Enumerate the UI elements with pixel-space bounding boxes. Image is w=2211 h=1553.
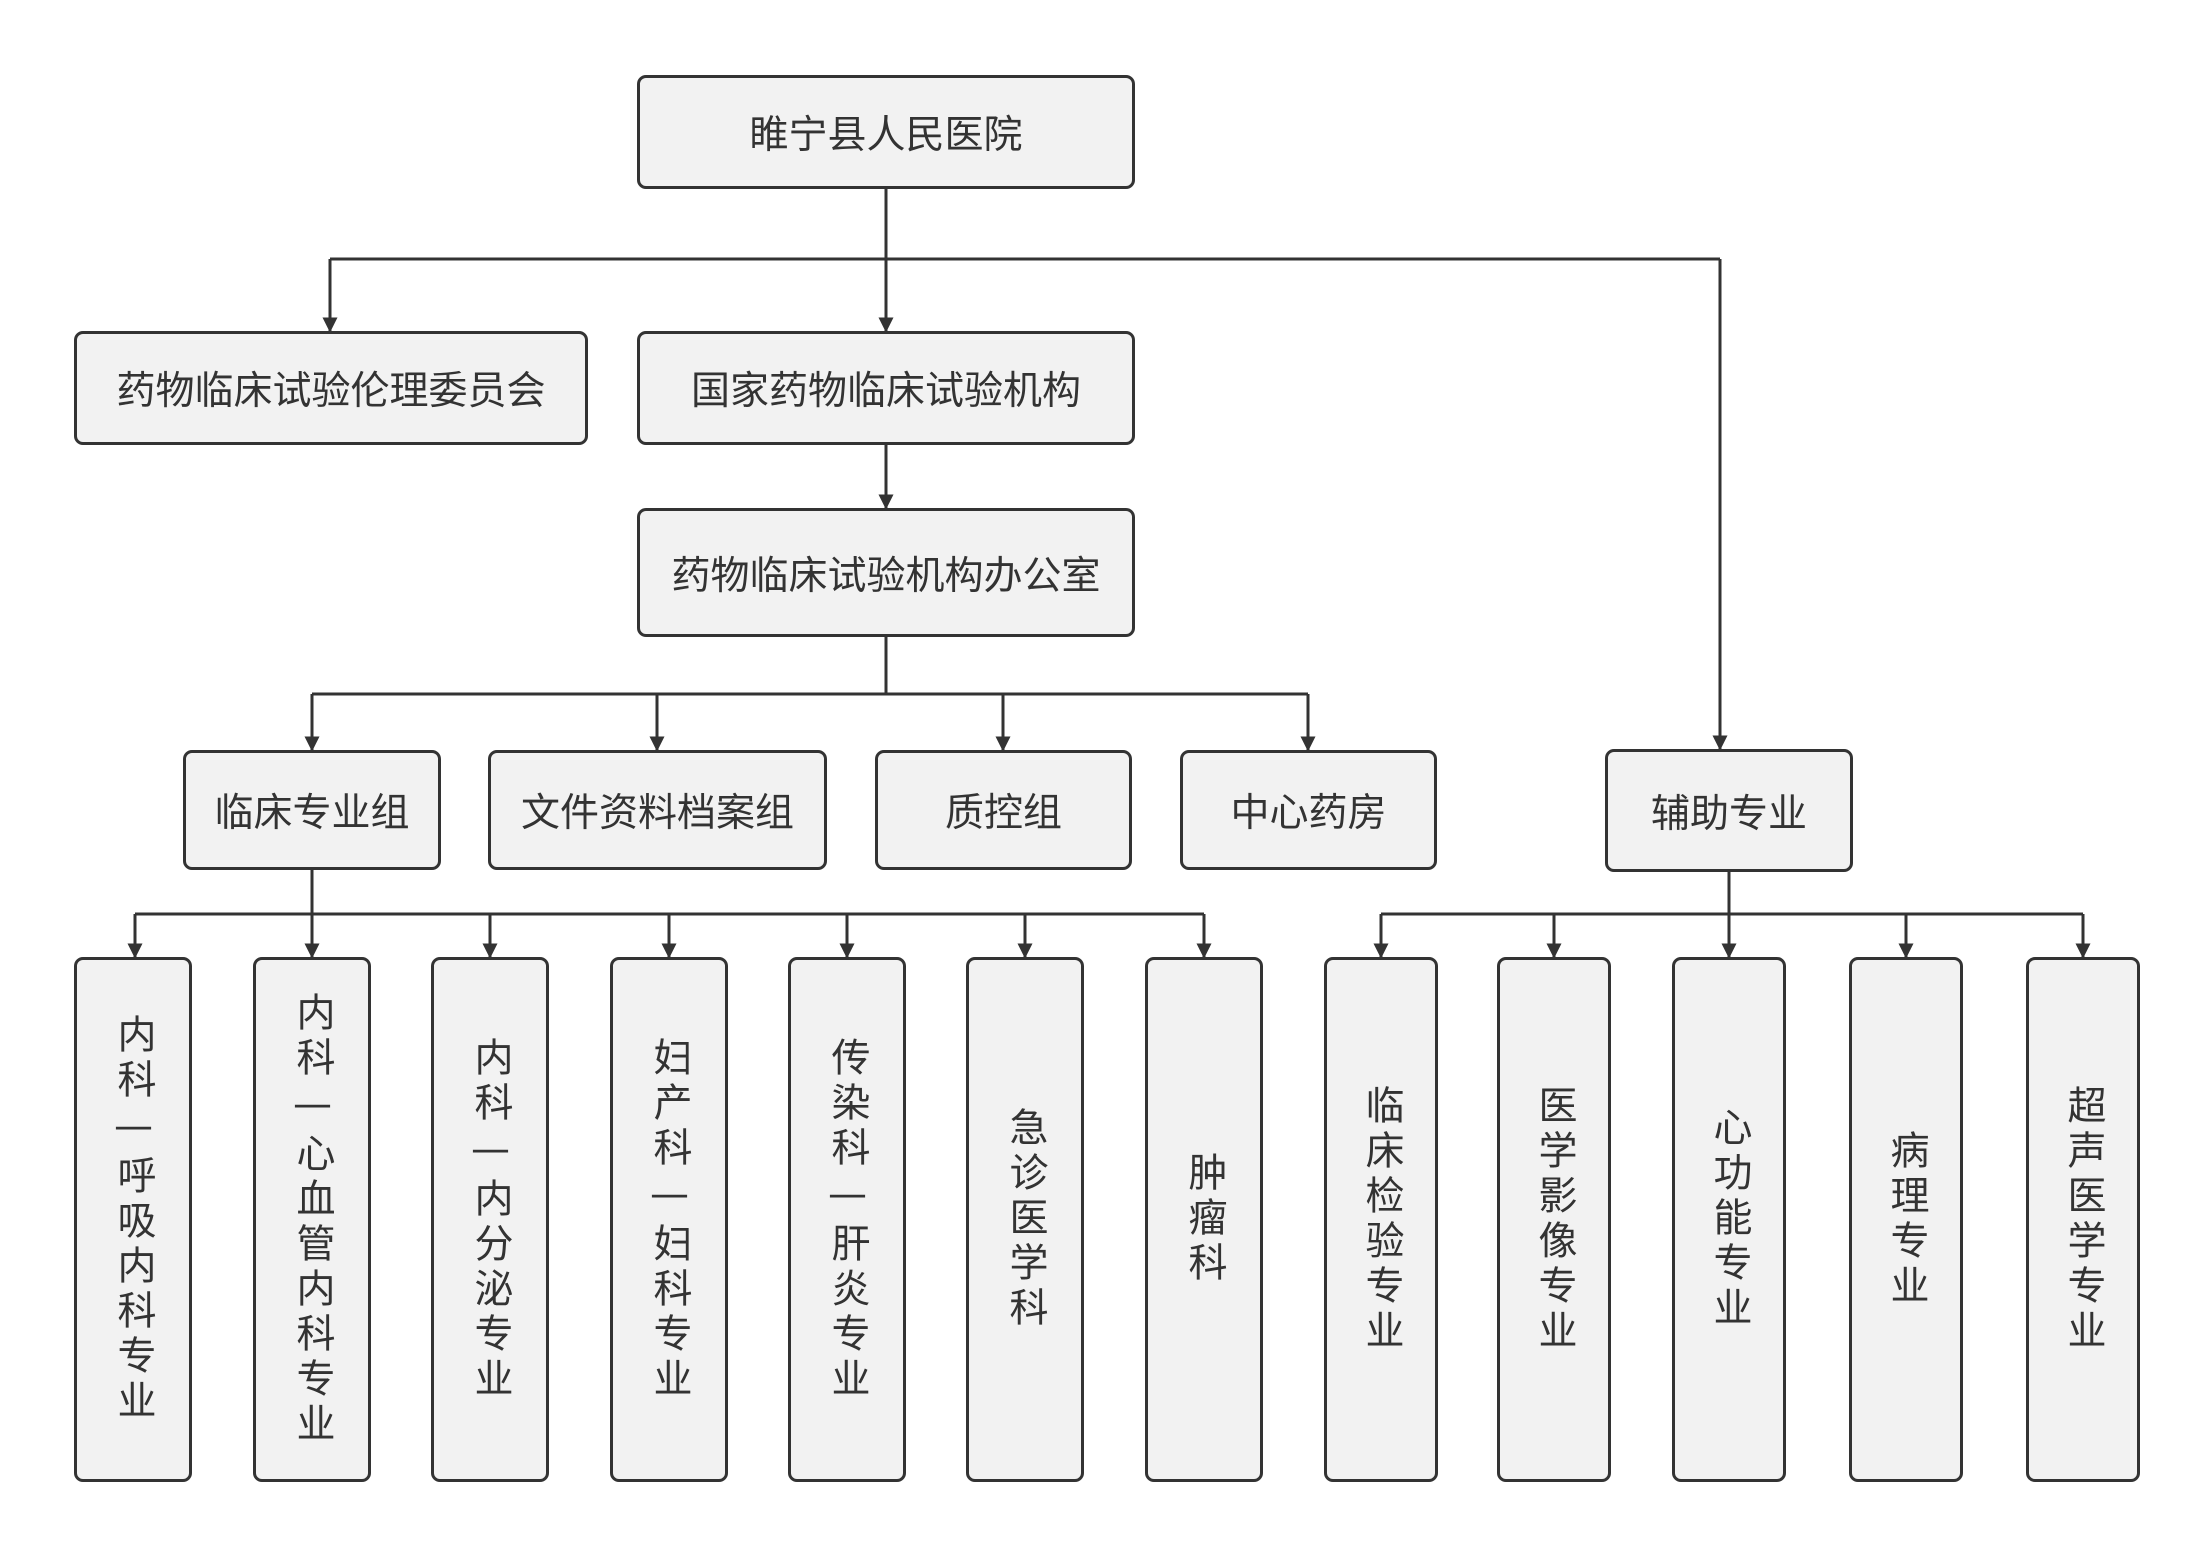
node-onco: 肿瘤科 — [1145, 957, 1263, 1482]
node-onco-label: 肿瘤科 — [1182, 1152, 1227, 1287]
node-root-label: 睢宁县人民医院 — [749, 113, 1023, 158]
node-pharmacy-label: 中心药房 — [1230, 791, 1387, 836]
node-pharmacy: 中心药房 — [1180, 750, 1437, 870]
node-imaging: 医学影像专业 — [1497, 957, 1611, 1482]
node-cardiac-func: 心功能专业 — [1672, 957, 1786, 1482]
node-emerg-label: 急诊医学科 — [1003, 1107, 1048, 1332]
edge-aux-bus — [1381, 872, 2083, 916]
node-institution: 国家药物临床试验机构 — [637, 331, 1135, 445]
node-cardio-label: 内科—心血管内科专业 — [290, 991, 335, 1448]
node-obgyn-label: 妇产科—妇科专业 — [647, 1036, 692, 1403]
node-root: 睢宁县人民医院 — [637, 75, 1135, 189]
node-auxiliary: 辅助专业 — [1605, 749, 1853, 872]
node-archive-group-label: 文件资料档案组 — [520, 791, 794, 836]
node-lab: 临床检验专业 — [1324, 957, 1438, 1482]
edge-clinical-bus — [135, 870, 1204, 916]
node-archive-group: 文件资料档案组 — [488, 750, 827, 870]
node-pathology: 病理专业 — [1849, 957, 1963, 1482]
node-pathology-label: 病理专业 — [1884, 1129, 1929, 1310]
node-ultrasound-label: 超声医学专业 — [2061, 1084, 2106, 1355]
node-clinical-group: 临床专业组 — [183, 750, 441, 870]
node-office: 药物临床试验机构办公室 — [637, 508, 1135, 637]
node-imaging-label: 医学影像专业 — [1532, 1084, 1577, 1355]
edge-office-bus — [312, 637, 1308, 696]
edge-root-bus — [330, 189, 1720, 261]
node-cardiac-func-label: 心功能专业 — [1707, 1107, 1752, 1332]
node-qc-group-label: 质控组 — [944, 791, 1062, 836]
node-infect-label: 传染科—肝炎专业 — [825, 1036, 870, 1403]
node-endo-label: 内科—内分泌专业 — [468, 1036, 513, 1403]
node-endo: 内科—内分泌专业 — [431, 957, 549, 1482]
node-qc-group: 质控组 — [875, 750, 1132, 870]
node-auxiliary-label: 辅助专业 — [1650, 791, 1807, 837]
node-institution-label: 国家药物临床试验机构 — [690, 369, 1081, 414]
node-resp-label: 内科—呼吸内科专业 — [111, 1014, 156, 1425]
node-emerg: 急诊医学科 — [966, 957, 1084, 1482]
node-infect: 传染科—肝炎专业 — [788, 957, 906, 1482]
node-cardio: 内科—心血管内科专业 — [253, 957, 371, 1482]
node-lab-label: 临床检验专业 — [1359, 1084, 1404, 1355]
node-office-label: 药物临床试验机构办公室 — [671, 553, 1101, 599]
node-obgyn: 妇产科—妇科专业 — [610, 957, 728, 1482]
node-ethics: 药物临床试验伦理委员会 — [74, 331, 588, 445]
node-resp: 内科—呼吸内科专业 — [74, 957, 192, 1482]
node-ultrasound: 超声医学专业 — [2026, 957, 2140, 1482]
node-ethics-label: 药物临床试验伦理委员会 — [116, 369, 546, 414]
node-clinical-group-label: 临床专业组 — [214, 791, 410, 836]
